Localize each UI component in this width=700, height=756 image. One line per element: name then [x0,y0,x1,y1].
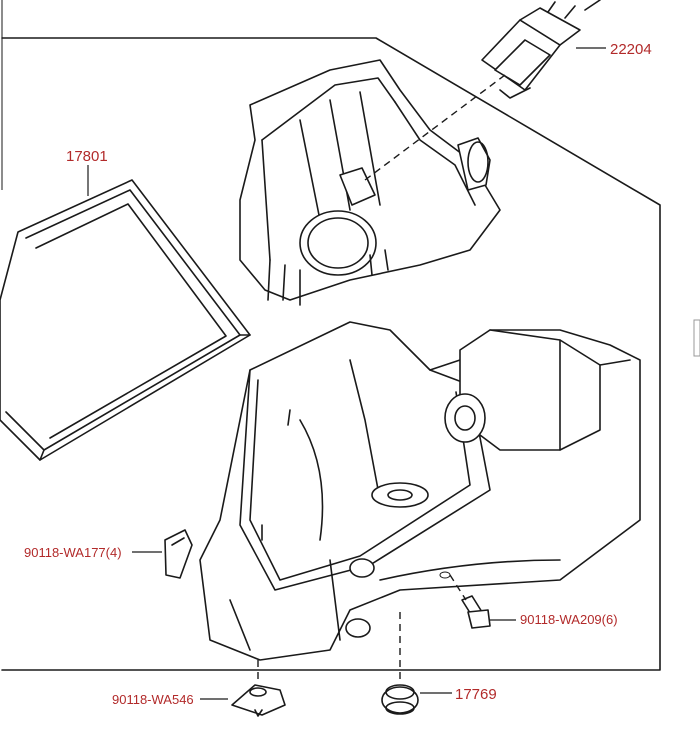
scrollbar-thumb[interactable] [693,319,700,357]
callout-label-22204: 22204 [610,41,652,58]
callout-label-wa209: 90118-WA209(6) [520,612,618,627]
callout-label-17801: 17801 [66,148,108,165]
callout-label-17769: 17769 [455,686,497,703]
mass-airflow-sensor [481,0,601,99]
clip-part [164,529,193,579]
bolt-part [439,571,491,629]
air-filter-element [0,179,251,461]
callout-label-wa177: 90118-WA177(4) [24,545,122,560]
assembly-guide-sensor [364,74,506,181]
air-cleaner-lower-case [199,321,641,661]
grommet-part-17769 [381,612,419,715]
grommet-part-wa546 [231,660,286,717]
frame-border [1,37,661,671]
air-cleaner-upper-case [239,59,501,306]
callout-label-wa546: 90118-WA546 [112,692,194,707]
